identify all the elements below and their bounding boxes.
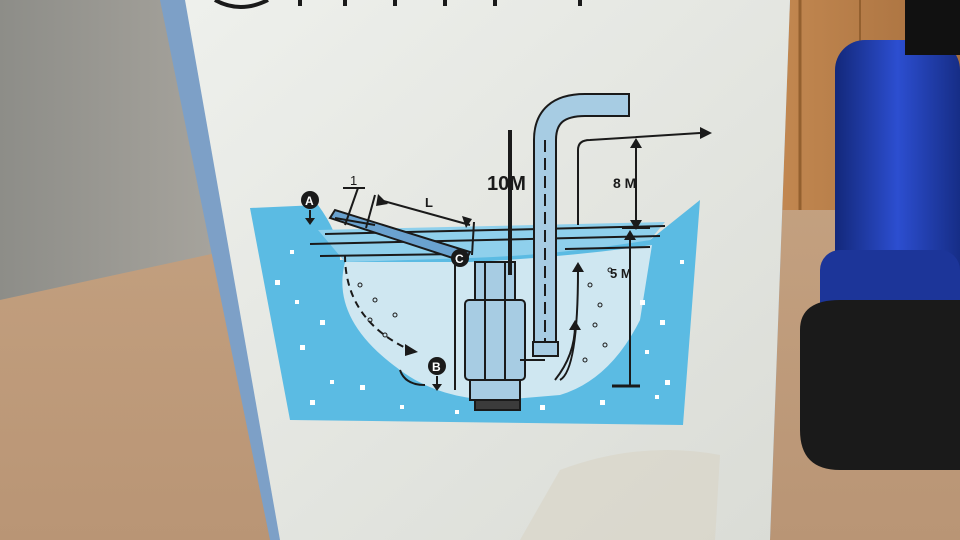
discharge-pipe [535,95,628,350]
lift-arrowhead [700,127,712,139]
label-1: 1 [350,173,357,188]
label-l: L [425,195,433,210]
lift-arrow-line [577,132,701,225]
dimension-l [379,199,471,226]
pump-diagram: 10M 8 M 5 M L 1 A C B [250,93,712,425]
top-printed-marks [214,0,582,9]
concrete-wall [0,0,230,300]
label-10m: 10M [487,173,526,195]
marker-a [301,191,319,209]
pump-base [800,300,960,470]
svg-text:A: A [305,194,314,208]
svg-text:C: C [455,252,464,266]
marker-b [428,357,446,375]
svg-text:B: B [432,360,441,374]
debris-particles [275,250,684,414]
label-8m: 8 M [613,175,636,191]
label-5m: 5 M [610,266,632,281]
diagram-pump [464,261,526,411]
float-travel-path [344,254,411,351]
circle-mark [214,0,269,9]
bubbles [357,267,613,363]
pump-top [905,0,960,55]
pump-device [800,0,960,470]
box-stain [520,450,720,540]
